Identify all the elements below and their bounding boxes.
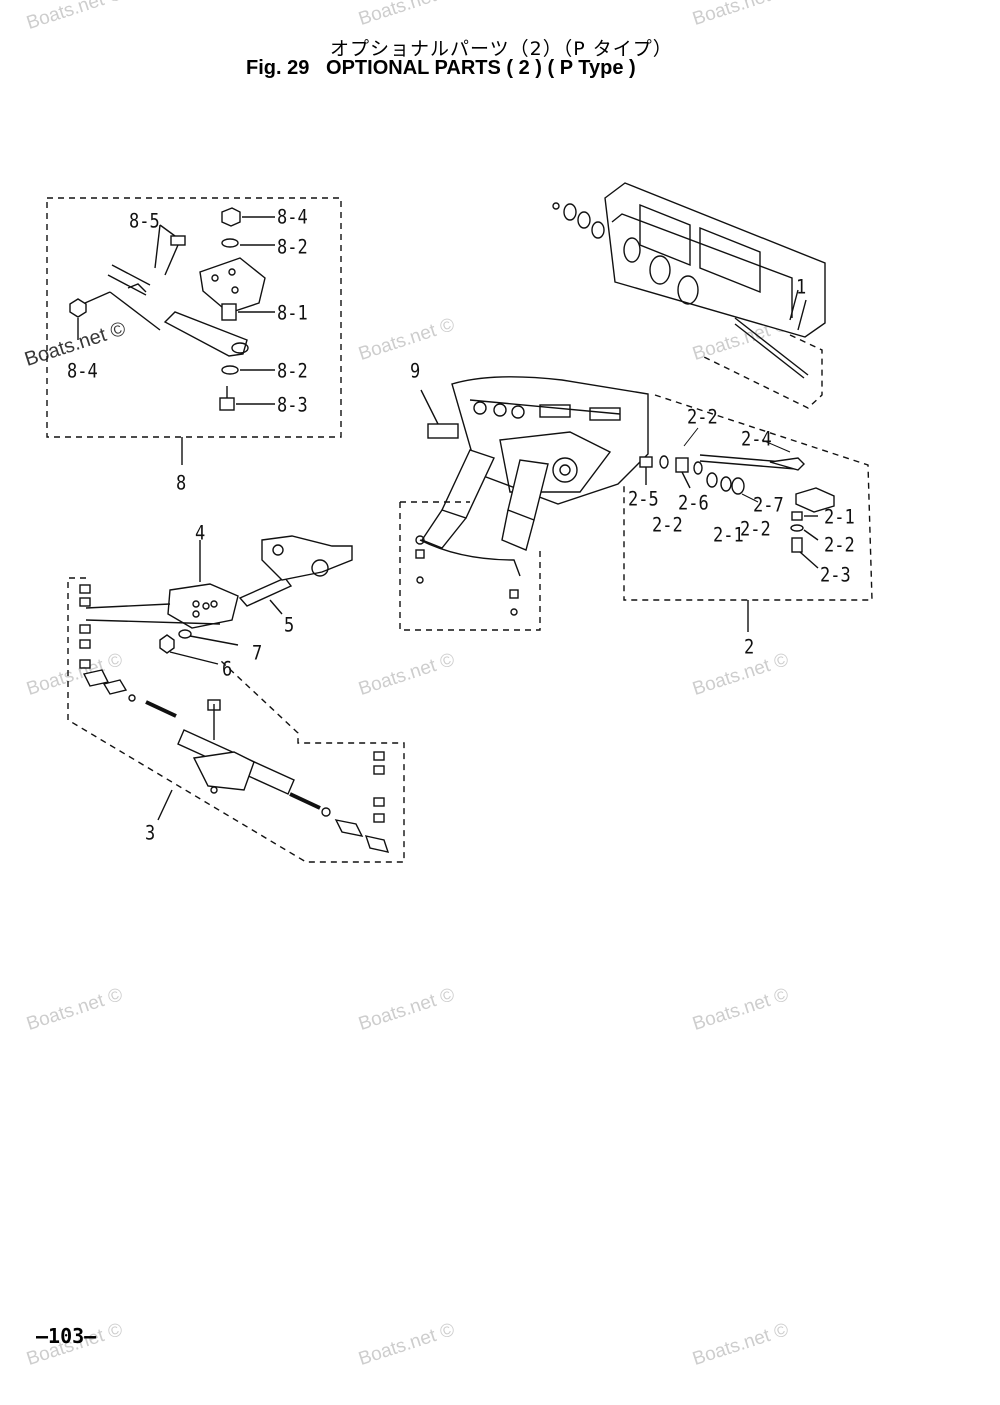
nut-8-4-left <box>69 291 161 340</box>
nut-8-4-top <box>221 207 275 227</box>
label-leaders-2 <box>683 427 791 503</box>
connector-2-1 <box>790 487 835 569</box>
label-8-4-top: 8-4 <box>277 206 308 229</box>
page-number: —103— <box>36 1324 97 1348</box>
label-4: 4 <box>195 522 206 545</box>
cable-lines-8 <box>107 264 151 296</box>
washer-8-2-top <box>221 238 275 248</box>
label-3: 3 <box>145 822 156 845</box>
clevis-2-6 <box>675 457 691 489</box>
bracket-4 <box>167 540 239 629</box>
title-english: Fig. 29 OPTIONAL PARTS ( 2 ) ( P Type ) <box>246 57 636 79</box>
label-9: 9 <box>410 360 421 383</box>
label-8-4-left: 8-4 <box>67 360 98 383</box>
washer-stack-1 <box>552 202 605 239</box>
washer-2-2-set <box>659 455 745 495</box>
bolt-2-5 <box>639 456 653 485</box>
shaft-3 <box>82 669 390 853</box>
rod-1 <box>734 289 809 379</box>
right-hardware-stack <box>373 751 385 823</box>
label-2-1-right-top: 2-1 <box>824 506 855 529</box>
mount-bracket-5 <box>261 535 353 581</box>
group-8-box <box>46 197 342 438</box>
title-japanese: オプショナルパーツ（2）（P タイプ） <box>330 38 673 60</box>
motor-frame <box>451 376 649 505</box>
inset-box-center <box>399 501 541 631</box>
collar-8-1 <box>221 303 275 321</box>
label-2-5: 2-5 <box>628 488 659 511</box>
bolt-8-3 <box>219 386 275 411</box>
label-1: 1 <box>796 276 807 299</box>
arm-lever-8 <box>163 311 249 357</box>
rod-2-4 <box>699 454 805 471</box>
part-9-sleeve <box>420 389 459 439</box>
label-8-2-top: 8-2 <box>277 236 308 259</box>
label-2-2-mid: 2-2 <box>652 514 683 537</box>
label-8-3: 8-3 <box>277 394 308 417</box>
group-3-leader <box>157 789 173 821</box>
group-1-box <box>699 334 823 409</box>
label-2-2-center: 2-2 <box>740 518 771 541</box>
stud-5 <box>238 577 293 615</box>
label-2-7: 2-7 <box>753 494 784 517</box>
link-rod-center <box>415 535 521 616</box>
label-7: 7 <box>252 642 263 665</box>
label-2-2-top: 2-2 <box>687 406 718 429</box>
washer-8-2-bottom <box>221 365 275 375</box>
bracket-plate-8 <box>199 257 266 314</box>
pedal-left <box>420 449 495 549</box>
label-8-1: 8-1 <box>277 302 308 325</box>
label-2-6: 2-6 <box>678 492 709 515</box>
nut-6-washer-7 <box>159 629 239 665</box>
bracket-1-outline <box>604 182 826 338</box>
label-5: 5 <box>284 614 295 637</box>
label-2-4: 2-4 <box>741 428 772 451</box>
pedal-right <box>501 459 549 551</box>
label-8-5: 8-5 <box>129 210 160 233</box>
label-8: 8 <box>176 472 187 495</box>
label-2: 2 <box>744 636 755 659</box>
label-6: 6 <box>222 658 233 681</box>
left-hardware-stack <box>79 584 91 669</box>
label-2-1-center: 2-1 <box>713 524 744 547</box>
label-8-2-bottom: 8-2 <box>277 360 308 383</box>
label-2-3: 2-3 <box>820 564 851 587</box>
label-2-2-right: 2-2 <box>824 534 855 557</box>
bolt-8-5 <box>154 224 186 276</box>
link-lines-4 <box>85 603 221 625</box>
